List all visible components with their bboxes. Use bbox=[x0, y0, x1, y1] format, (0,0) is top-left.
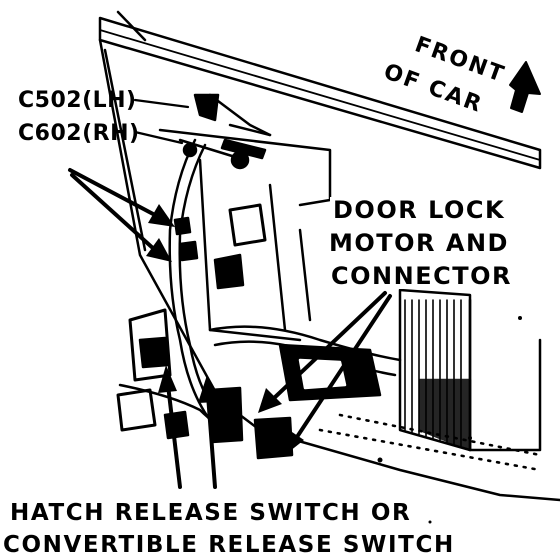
door-lock-label-line1: DOOR LOCK bbox=[330, 197, 509, 223]
right-panel bbox=[398, 288, 542, 452]
connector-label-lh: C502(LH) bbox=[18, 88, 137, 113]
door-lock-label-line3: CONNECTOR bbox=[328, 263, 515, 289]
hatch-release-label-line2: CONVERTIBLE RELEASE SWITCH bbox=[3, 532, 455, 558]
connector-leaders bbox=[133, 98, 190, 145]
window-frame bbox=[98, 10, 560, 502]
door-lock-arrows bbox=[258, 291, 392, 455]
hatch-release-arrows bbox=[158, 365, 218, 489]
door-lock-label-line2: MOTOR AND bbox=[326, 230, 512, 256]
hatch-release-label-line1: HATCH RELEASE SWITCH OR bbox=[10, 500, 412, 526]
connector-label-rh: C602(RH) bbox=[18, 121, 140, 146]
door-edge-detail bbox=[318, 413, 542, 472]
print-specks bbox=[377, 316, 522, 524]
connector-cluster bbox=[178, 93, 272, 170]
inner-panel bbox=[158, 128, 332, 342]
connector-arrows bbox=[68, 168, 175, 262]
front-arrow-icon bbox=[509, 61, 541, 113]
